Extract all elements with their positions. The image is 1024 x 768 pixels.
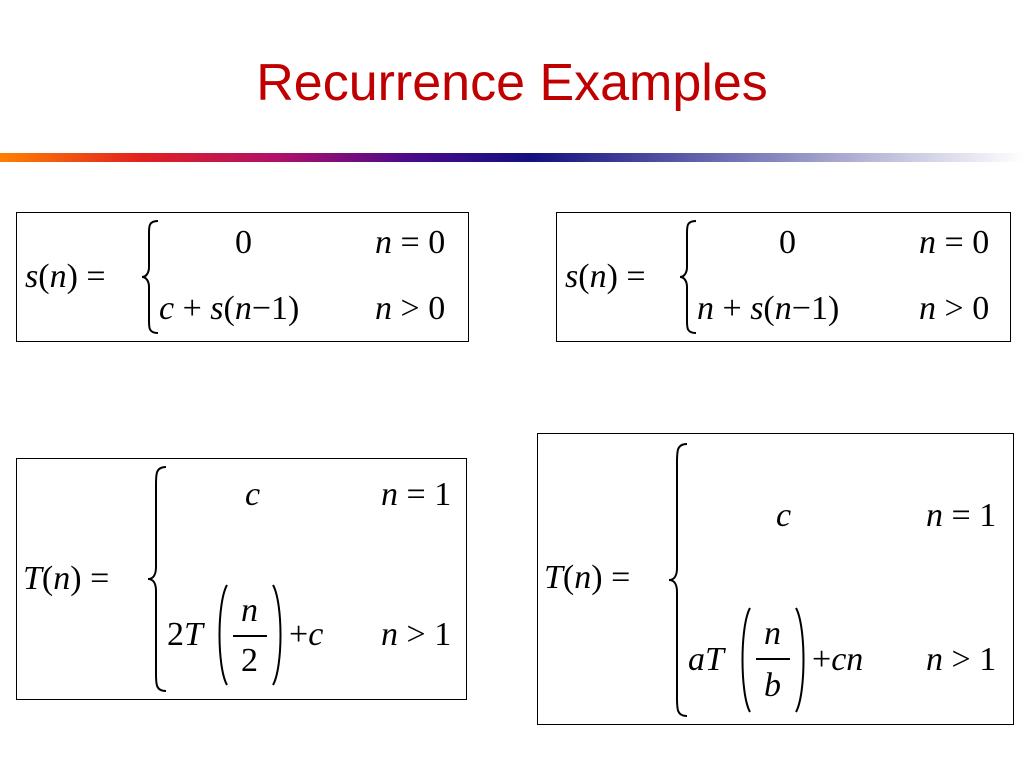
left-brace	[141, 220, 159, 334]
case-2-condition: n > 1	[926, 641, 997, 678]
slide-title: Recurrence Examples	[256, 54, 768, 112]
fraction-numerator: n	[241, 592, 258, 629]
case-2-condition: n > 1	[381, 616, 452, 653]
fraction-denominator: b	[764, 667, 781, 704]
case-1-value: c	[245, 476, 261, 513]
case-1-condition: n = 1	[926, 497, 997, 534]
left-brace	[668, 443, 688, 717]
case-1-value: 0	[235, 224, 252, 261]
case-1-value: 0	[779, 224, 796, 261]
case-2-tail: +cn	[812, 641, 864, 678]
case-2-coefficient: aT	[688, 641, 724, 678]
case-2-coefficient: 2T	[167, 616, 203, 653]
left-brace	[147, 466, 167, 692]
recurrence-box-2: s(n) = 0 n = 0 n + s(n−1) n > 0	[556, 212, 1011, 342]
recurrence-box-1: s(n) = 0 n = 0 c + s(n−1) n > 0	[16, 212, 469, 342]
right-paren	[272, 584, 282, 686]
left-paren	[218, 584, 228, 686]
case-2-value: c + s(n−1)	[159, 290, 300, 327]
fraction-numerator: n	[764, 615, 781, 652]
case-1-value: c	[776, 497, 792, 534]
case-2-tail: +c	[289, 616, 324, 653]
lhs: s(n) =	[25, 258, 106, 295]
fraction-denominator: 2	[241, 642, 258, 679]
case-2-value: n + s(n−1)	[697, 290, 840, 327]
case-2-condition: n > 0	[919, 290, 990, 327]
case-2-condition: n > 0	[375, 290, 446, 327]
lhs: T(n) =	[23, 560, 110, 597]
left-paren	[741, 607, 751, 713]
recurrence-box-4: T(n) = c n = 1 aT n b +cn n > 1	[537, 433, 1014, 725]
case-1-condition: n = 1	[381, 476, 452, 513]
lhs: T(n) =	[544, 559, 631, 596]
fraction-bar	[756, 658, 790, 660]
fraction-bar	[233, 635, 267, 637]
case-1-condition: n = 0	[919, 224, 990, 261]
left-brace	[679, 220, 697, 334]
lhs: s(n) =	[565, 258, 646, 295]
right-paren	[795, 607, 805, 713]
recurrence-box-3: T(n) = c n = 1 2T n 2 +c n > 1	[16, 458, 467, 700]
title-gradient-rule	[0, 153, 1024, 162]
case-1-condition: n = 0	[375, 224, 446, 261]
